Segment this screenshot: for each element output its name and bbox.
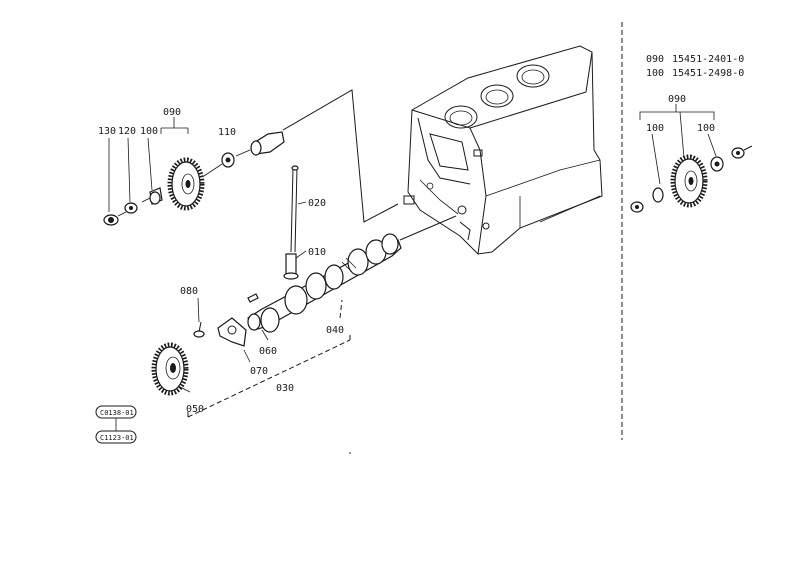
leader-lines — [108, 22, 623, 454]
callout-070: 070 — [250, 366, 268, 377]
idle-gear — [167, 157, 205, 211]
key — [247, 293, 259, 303]
callout-090: 090 — [163, 107, 181, 118]
parts-table: 090 15451-2401-0 100 15451-2498-0 — [646, 54, 744, 79]
code-label: C1123-01 — [100, 434, 134, 442]
callout-050: 050 — [186, 404, 204, 415]
callout-010: 010 — [308, 247, 326, 258]
code-label: C0138-01 — [100, 409, 134, 417]
push-rod — [290, 165, 299, 253]
callout-100: 100 — [140, 126, 158, 137]
callout-080: 080 — [180, 286, 198, 297]
parts-table-ref: 100 — [646, 68, 664, 79]
callout-labels: 090 130 120 100 110 020 010 080 040 060 … — [98, 94, 715, 415]
engine-block — [403, 45, 603, 255]
camshaft — [247, 215, 457, 333]
camshaft-stopper — [217, 317, 247, 347]
callout-040: 040 — [326, 325, 344, 336]
callout-020: 020 — [308, 198, 326, 209]
parts-table-part-number: 15451-2401-0 — [672, 54, 744, 65]
inset-callout-090: 090 — [668, 94, 686, 105]
callout-130: 130 — [98, 126, 116, 137]
callout-030: 030 — [276, 383, 294, 394]
callout-060: 060 — [259, 346, 277, 357]
bolt — [193, 321, 205, 338]
drawing-codes: C0138-01 C1123-01 — [95, 405, 137, 444]
inset-callout-100-left: 100 — [646, 123, 664, 134]
parts-table-part-number: 15451-2498-0 — [672, 68, 744, 79]
code-box — [95, 430, 137, 444]
inset-callout-100-right: 100 — [697, 123, 715, 134]
parts-table-ref: 090 — [646, 54, 664, 65]
tappet — [283, 253, 299, 280]
callout-110: 110 — [218, 127, 236, 138]
idle-gear-fittings — [103, 131, 285, 226]
callout-120: 120 — [118, 126, 136, 137]
inset-detail — [630, 104, 753, 213]
cam-gear — [151, 342, 189, 396]
